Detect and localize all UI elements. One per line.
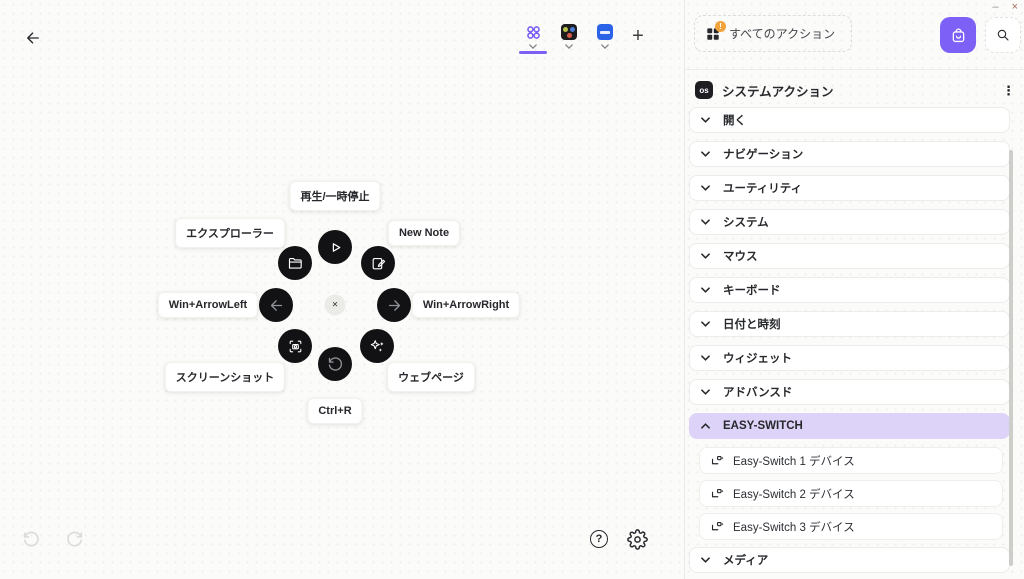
- radial-node-new-note[interactable]: [361, 246, 395, 280]
- radial-label-screenshot[interactable]: スクリーンショット: [164, 362, 286, 392]
- app-icon-blue: [597, 24, 613, 40]
- close-button[interactable]: ×: [1011, 1, 1018, 13]
- smart-actions-canvas: +: [21, 24, 649, 550]
- chevron-down-icon: [701, 287, 710, 293]
- section-row-navigation[interactable]: ナビゲーション: [689, 141, 1010, 167]
- sparkles-icon: [369, 338, 386, 355]
- chevron-down-icon: [701, 185, 710, 191]
- chevron-up-icon: [701, 423, 710, 429]
- active-tab-underline: [519, 51, 547, 54]
- radial-label-webpage[interactable]: ウェブページ: [387, 362, 475, 392]
- grid-circles-icon: [526, 24, 541, 40]
- action-group-header: os システムアクション ⋮: [695, 80, 1015, 100]
- section-row-system[interactable]: システム: [689, 209, 1010, 235]
- easy-switch-device-1[interactable]: Easy-Switch 1 デバイス: [699, 447, 1003, 474]
- filter-label: すべてのアクション: [729, 27, 836, 41]
- marketplace-button[interactable]: [940, 17, 976, 53]
- chevron-down-icon: [701, 355, 710, 361]
- search-icon: [995, 27, 1011, 43]
- sidebar-scrollbar[interactable]: [1009, 150, 1013, 566]
- section-row-keyboard[interactable]: キーボード: [689, 277, 1010, 303]
- action-group-title: システムアクション: [722, 84, 834, 99]
- tab-app-blue[interactable]: [591, 24, 619, 54]
- kebab-menu-icon[interactable]: ⋮: [1002, 82, 1015, 98]
- arrow-right-icon: [386, 297, 403, 314]
- arrow-left-icon: [24, 29, 42, 47]
- window-controls: – ×: [992, 0, 1018, 14]
- tab-app-dark[interactable]: [555, 24, 583, 54]
- chevron-down-icon: [529, 44, 537, 49]
- rotate-ccw-icon: [327, 356, 344, 373]
- chevron-down-icon: [701, 389, 710, 395]
- section-row-easy-switch[interactable]: EASY-SWITCH: [689, 413, 1010, 439]
- search-button[interactable]: [985, 17, 1021, 53]
- back-button[interactable]: [24, 29, 42, 47]
- grid-squares-icon: !: [706, 20, 726, 41]
- add-application-button[interactable]: +: [627, 25, 649, 47]
- device-switch-icon: [710, 487, 724, 500]
- question-icon: ?: [595, 533, 603, 545]
- play-icon: [327, 239, 344, 256]
- section-row-open[interactable]: 開く: [689, 107, 1010, 133]
- radial-node-explorer[interactable]: [278, 246, 312, 280]
- section-row-widget[interactable]: ウィジェット: [689, 345, 1010, 371]
- easy-switch-device-2[interactable]: Easy-Switch 2 デバイス: [699, 480, 1003, 507]
- section-row-utility[interactable]: ユーティリティ: [689, 175, 1010, 201]
- bag-smile-icon: [949, 26, 968, 45]
- chevron-down-icon: [701, 151, 710, 157]
- help-button[interactable]: ?: [590, 530, 608, 548]
- easy-switch-device-3[interactable]: Easy-Switch 3 デバイス: [699, 513, 1003, 540]
- radial-node-win-arrow-right[interactable]: [377, 288, 411, 322]
- actions-sidebar: ! すべてのアクション os システムアクション ⋮: [684, 0, 1024, 579]
- redo-button[interactable]: [65, 529, 85, 549]
- section-row-date-time[interactable]: 日付と時刻: [689, 311, 1010, 337]
- section-row-mouse[interactable]: マウス: [689, 243, 1010, 269]
- redo-icon: [65, 529, 85, 549]
- radial-label-play-pause[interactable]: 再生/一時停止: [289, 181, 381, 211]
- easy-switch-items: Easy-Switch 1 デバイス Easy-Switch 2 デバイス Ea…: [699, 447, 1003, 540]
- section-row-advanced[interactable]: アドバンスド: [689, 379, 1010, 405]
- radial-label-new-note[interactable]: New Note: [387, 220, 461, 246]
- app-icon-dark: [561, 24, 577, 40]
- radial-label-win-left[interactable]: Win+ArrowLeft: [157, 292, 259, 318]
- radial-label-ctrl-r[interactable]: Ctrl+R: [307, 398, 363, 424]
- chevron-down-icon: [701, 557, 710, 563]
- arrow-left-icon: [268, 297, 285, 314]
- radial-center-remove[interactable]: ×: [324, 294, 346, 316]
- sidebar-header: ! すべてのアクション: [685, 0, 1024, 70]
- note-edit-icon: [370, 255, 387, 272]
- chevron-down-icon: [701, 117, 710, 123]
- radial-node-screenshot[interactable]: [278, 329, 312, 363]
- close-x-icon: ×: [332, 299, 338, 311]
- minimize-button[interactable]: –: [992, 1, 999, 13]
- settings-button[interactable]: [627, 528, 649, 550]
- radial-node-webpage[interactable]: [360, 329, 394, 363]
- device-switch-icon: [710, 520, 724, 533]
- chevron-down-icon: [565, 44, 573, 49]
- radial-label-explorer[interactable]: エクスプローラー: [175, 218, 285, 248]
- application-tabs: +: [519, 24, 649, 54]
- tab-all-applications[interactable]: [519, 24, 547, 54]
- folder-icon: [287, 255, 304, 272]
- chevron-down-icon: [701, 253, 710, 259]
- undo-button[interactable]: [21, 529, 41, 549]
- section-row-media[interactable]: メディア: [689, 547, 1010, 573]
- chevron-down-icon: [701, 321, 710, 327]
- screenshot-icon: [287, 338, 304, 355]
- chevron-down-icon: [701, 219, 710, 225]
- radial-node-play-pause[interactable]: [318, 230, 352, 264]
- undo-icon: [21, 529, 41, 549]
- chevron-down-icon: [601, 44, 609, 49]
- notification-badge: !: [715, 20, 726, 32]
- os-badge-icon: os: [695, 81, 713, 99]
- radial-label-win-right[interactable]: Win+ArrowRight: [411, 292, 521, 318]
- radial-node-win-arrow-left[interactable]: [259, 288, 293, 322]
- history-controls: [21, 529, 85, 549]
- section-list: 開く ナビゲーション ユーティリティ システム マウス キーボード: [689, 107, 1015, 579]
- all-actions-dropdown[interactable]: ! すべてのアクション: [694, 15, 853, 52]
- gear-icon: [627, 528, 649, 550]
- radial-node-ctrl-r[interactable]: [318, 347, 352, 381]
- device-switch-icon: [710, 454, 724, 467]
